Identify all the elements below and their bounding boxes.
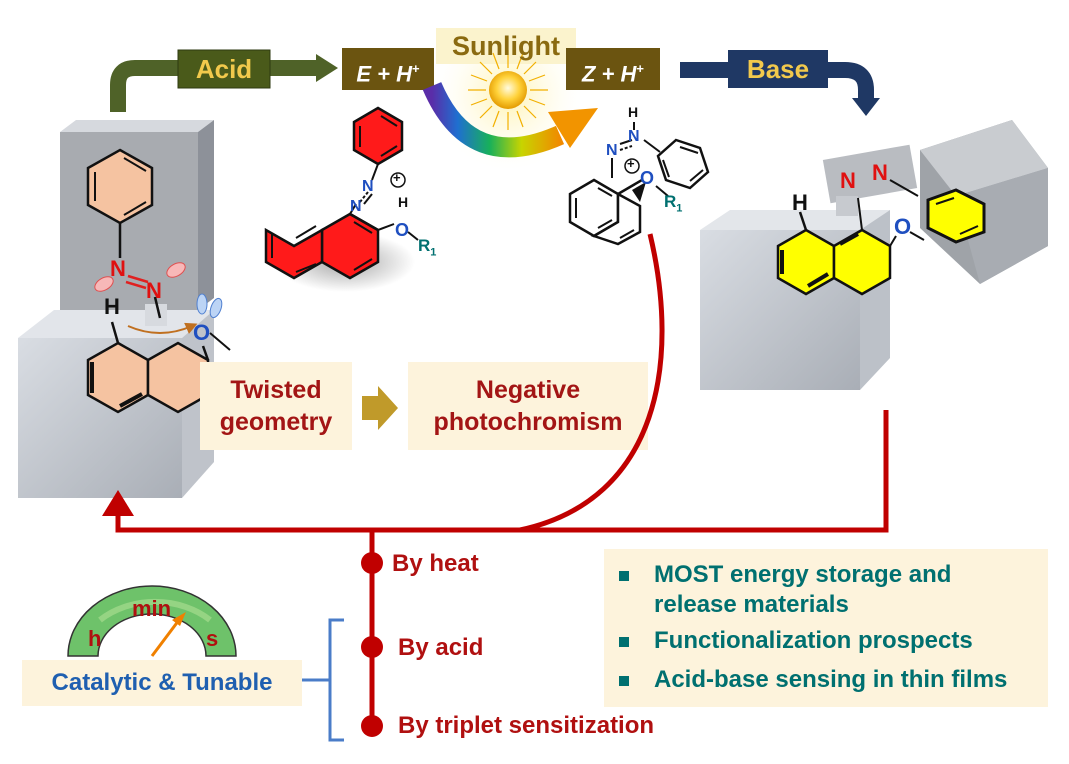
- n-lone-pair-1: [94, 276, 114, 292]
- negative-photochromism-label: Negative photochromism: [433, 376, 623, 436]
- acid-arrow: [110, 60, 318, 112]
- z-plus-circle: [624, 158, 640, 174]
- z-R-sub: 1: [676, 202, 683, 215]
- applications-panel: [604, 549, 1048, 707]
- left-upper-cube: [60, 120, 214, 310]
- e-state-box: [342, 48, 434, 90]
- z-state-plus: +: [636, 61, 644, 76]
- sunlight-label: Sunlight: [452, 31, 560, 61]
- base-box: [728, 50, 828, 88]
- o-lone-pair-2: [209, 297, 223, 319]
- left-connector: [145, 304, 167, 326]
- acid-label: Acid: [195, 54, 253, 84]
- base-label: Base: [746, 54, 810, 84]
- right-N1-atom: N: [840, 168, 856, 193]
- z-O-atom: O: [640, 168, 655, 188]
- node-heat: [361, 552, 383, 574]
- e-naphthalene: [264, 212, 380, 280]
- relax-acid-label: By acid: [398, 634, 484, 661]
- gauge-s-label: s: [206, 626, 219, 651]
- left-N1-atom: N: [110, 256, 126, 281]
- z-N1-atom: N: [628, 128, 640, 145]
- e-N1-atom: N: [362, 178, 374, 195]
- e-state-text: E + H: [356, 61, 413, 87]
- z-R-text: R: [664, 192, 677, 211]
- z-H-atom: H: [628, 104, 639, 120]
- node-triplet: [361, 715, 383, 737]
- rotation-arrow: [127, 322, 198, 334]
- negative-box: [408, 362, 648, 450]
- n-lone-pair-2: [166, 262, 186, 278]
- e-N2-atom: N: [350, 198, 362, 215]
- z-state-text: Z + H: [582, 61, 637, 87]
- e-R-text: R: [418, 236, 431, 255]
- twisted-to-negative-arrow: [362, 386, 398, 430]
- z-naphthalene: [568, 178, 643, 246]
- acid-box: [177, 49, 271, 89]
- e-plus: +: [393, 170, 401, 185]
- catalyst-bracket: [300, 618, 344, 742]
- base-arrow: [680, 62, 874, 100]
- left-H-atom: H: [104, 294, 120, 319]
- speed-gauge: [67, 585, 237, 657]
- e-R-sub: 1: [430, 246, 437, 259]
- left-naphthalene: [86, 341, 210, 414]
- rainbow-arc: [422, 81, 565, 158]
- rainbow-arrowhead: [548, 108, 598, 148]
- sunlight-label-bg: [436, 28, 576, 64]
- left-N2-atom: N: [146, 278, 162, 303]
- right-H-atom: H: [792, 190, 808, 215]
- base-arrowhead: [852, 98, 880, 116]
- acid-arrowhead: [316, 54, 338, 82]
- node-acid: [361, 636, 383, 658]
- gauge-min-label: min: [132, 596, 172, 621]
- gauge-h-label: h: [88, 626, 102, 651]
- catalytic-tunable-label: Catalytic & Tunable: [51, 669, 273, 696]
- right-upper-cube: [920, 120, 1048, 284]
- right-O-atom: O: [894, 214, 912, 239]
- e-phenyl: [352, 106, 404, 166]
- left-O-atom: O: [193, 320, 211, 345]
- twisted-geometry-label: Twisted geometry: [219, 376, 333, 436]
- right-azo-link: [822, 144, 918, 204]
- o-lone-pair-1: [196, 293, 208, 315]
- application-item-2: Functionalization prospects: [654, 627, 973, 654]
- relax-heat-label: By heat: [392, 550, 479, 577]
- catalytic-box: [22, 660, 302, 706]
- e-state-plus: +: [412, 61, 420, 76]
- z-R1-atom: R1: [664, 192, 682, 214]
- e-plus-circle: [390, 172, 406, 188]
- sun-icon: [468, 50, 548, 130]
- z-plus: +: [627, 156, 635, 171]
- twisted-box: [200, 362, 352, 450]
- relaxation-arrowhead: [102, 490, 134, 516]
- right-N2-atom: N: [872, 160, 888, 185]
- z-state-box: [566, 48, 660, 90]
- e-state-label: E + H+: [342, 48, 434, 90]
- app-bullet-3: [619, 676, 629, 686]
- e-R1-atom: R1: [418, 236, 436, 258]
- e-H-atom: H: [398, 194, 409, 210]
- application-item-3: Acid-base sensing in thin films: [654, 666, 1008, 693]
- z-N2-atom: N: [606, 142, 618, 159]
- app-bullet-2: [619, 637, 629, 647]
- app-bullet-1: [619, 571, 629, 581]
- z-state-label: Z + H+: [566, 48, 660, 90]
- relax-triplet-label: By triplet sensitization: [398, 712, 655, 739]
- application-item-1: MOST energy storage and release material…: [654, 561, 952, 618]
- e-O-atom: O: [395, 220, 410, 240]
